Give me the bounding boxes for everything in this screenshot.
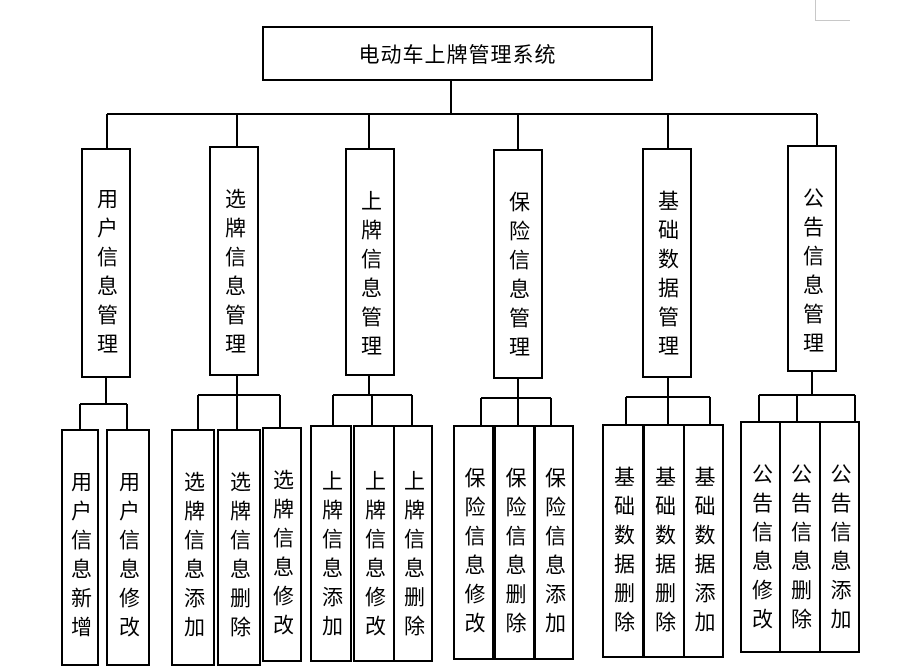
leaf-node: 基础数据删除 bbox=[643, 424, 685, 658]
module-node-insurance: 保险信息管理 bbox=[493, 149, 543, 379]
module-node-user: 用户信息管理 bbox=[81, 148, 131, 378]
leaf-node: 上牌信息添加 bbox=[310, 425, 352, 662]
leaf-node: 公告信息修改 bbox=[740, 421, 782, 653]
leaf-node: 公告信息删除 bbox=[779, 421, 821, 653]
leaf-node: 基础数据删除 bbox=[602, 424, 644, 658]
module-node-base-data: 基础数据管理 bbox=[642, 148, 692, 378]
module-node-plate-registration: 上牌信息管理 bbox=[345, 148, 395, 376]
root-node: 电动车上牌管理系统 bbox=[262, 26, 653, 81]
module-label: 基础数据管理 bbox=[655, 190, 680, 364]
leaf-node: 保险信息删除 bbox=[494, 425, 535, 660]
module-label: 上牌信息管理 bbox=[358, 190, 383, 364]
module-node-announcement: 公告信息管理 bbox=[787, 145, 837, 372]
leaf-node: 保险信息修改 bbox=[453, 425, 494, 660]
module-label: 选牌信息管理 bbox=[222, 188, 247, 362]
module-label: 保险信息管理 bbox=[506, 191, 531, 365]
module-node-select-plate: 选牌信息管理 bbox=[209, 146, 259, 376]
leaf-node: 用户信息修改 bbox=[106, 429, 150, 666]
leaf-node: 选牌信息删除 bbox=[217, 429, 261, 666]
leaf-node: 保险信息添加 bbox=[534, 425, 574, 660]
leaf-node: 选牌信息修改 bbox=[262, 427, 302, 662]
leaf-node: 基础数据添加 bbox=[683, 424, 724, 658]
module-label: 公告信息管理 bbox=[800, 187, 825, 361]
leaf-node: 上牌信息修改 bbox=[353, 425, 395, 662]
leaf-node: 用户信息新增 bbox=[61, 429, 99, 666]
root-title: 电动车上牌管理系统 bbox=[358, 42, 557, 67]
leaf-node: 上牌信息删除 bbox=[393, 425, 433, 662]
leaf-node: 选牌信息添加 bbox=[171, 429, 215, 666]
page-corner-mark bbox=[815, 0, 850, 21]
module-label: 用户信息管理 bbox=[94, 188, 119, 362]
leaf-node: 公告信息添加 bbox=[819, 421, 860, 653]
